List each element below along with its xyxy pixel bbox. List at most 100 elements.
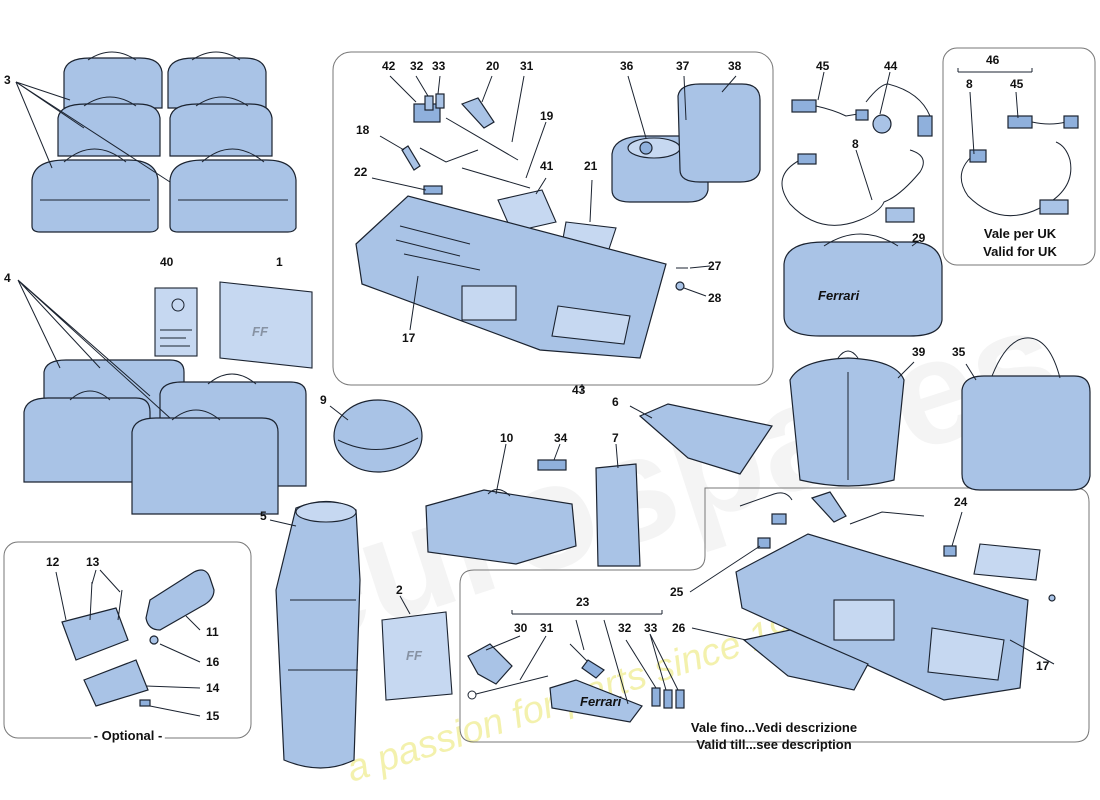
label-8b: 8 bbox=[966, 77, 973, 91]
control-box bbox=[1039, 199, 1069, 215]
leader-lines bbox=[15, 81, 171, 183]
uk-charger-set bbox=[957, 68, 1079, 217]
captions: - Optional - Vale per UK Valid for UK Va… bbox=[91, 226, 1058, 752]
valid-till-caption-it: Vale fino...Vedi descrizione bbox=[691, 720, 857, 735]
washer bbox=[1048, 594, 1056, 602]
charger-set bbox=[781, 83, 933, 226]
plug bbox=[797, 153, 817, 165]
label-14: 14 bbox=[206, 681, 220, 695]
label-32b: 32 bbox=[618, 621, 632, 635]
bag bbox=[167, 51, 267, 109]
connector-45 bbox=[791, 99, 817, 113]
plug bbox=[917, 115, 933, 137]
bag-set-3 bbox=[15, 51, 297, 233]
rod-31 bbox=[475, 675, 549, 695]
fuse bbox=[771, 513, 787, 525]
valid-till-caption-en: Valid till...see description bbox=[696, 737, 851, 752]
tray-compartment bbox=[927, 627, 1005, 681]
label-32: 32 bbox=[410, 59, 424, 73]
label-4: 4 bbox=[4, 271, 11, 285]
label-10: 10 bbox=[500, 431, 514, 445]
manual-pouch-40 bbox=[154, 287, 198, 357]
label-5: 5 bbox=[260, 509, 267, 523]
screw-16 bbox=[149, 635, 159, 645]
plug-25 bbox=[757, 537, 771, 549]
gloves-30 bbox=[467, 643, 513, 685]
bag-set-4 bbox=[17, 279, 307, 515]
toolkit-contents bbox=[355, 75, 761, 392]
label-31: 31 bbox=[520, 59, 534, 73]
connector-45 bbox=[1007, 115, 1033, 129]
fuse-33b bbox=[663, 689, 673, 709]
leader-lines bbox=[817, 71, 891, 201]
label-43: 43 bbox=[572, 383, 586, 397]
label-9: 9 bbox=[320, 393, 327, 407]
label-41: 41 bbox=[540, 159, 554, 173]
leader-lines bbox=[969, 91, 1019, 155]
leader-lines bbox=[485, 619, 679, 705]
tray-compartment bbox=[833, 599, 895, 641]
card-41 bbox=[497, 189, 557, 233]
label-17a: 17 bbox=[402, 331, 416, 345]
alt-toolkit-frame bbox=[459, 487, 1090, 743]
rod-eye bbox=[467, 690, 477, 700]
label-21: 21 bbox=[584, 159, 598, 173]
booklet bbox=[973, 543, 1041, 581]
label-1: 1 bbox=[276, 255, 283, 269]
label-24: 24 bbox=[954, 495, 968, 509]
extinguisher-set bbox=[55, 569, 215, 717]
label-45b: 45 bbox=[1010, 77, 1024, 91]
group-23-bracket bbox=[511, 610, 663, 615]
bag bbox=[57, 96, 161, 157]
booklet-2: FF bbox=[381, 595, 453, 701]
plug bbox=[1063, 115, 1079, 129]
label-3: 3 bbox=[4, 73, 11, 87]
label-33b: 33 bbox=[644, 621, 658, 635]
bag bbox=[131, 417, 279, 515]
tray-compartment bbox=[461, 285, 517, 321]
label-28: 28 bbox=[708, 291, 722, 305]
label-45a: 45 bbox=[816, 59, 830, 73]
label-2: 2 bbox=[396, 583, 403, 597]
washer-28 bbox=[675, 281, 685, 291]
booklet-model-logo: FF bbox=[406, 648, 423, 663]
tool-bag-10 bbox=[425, 443, 577, 565]
cable bbox=[1031, 121, 1067, 125]
golf-bag-5 bbox=[269, 500, 361, 769]
alt-toolkit-contents: Ferrari bbox=[467, 491, 1056, 723]
fuse-32 bbox=[424, 95, 434, 111]
label-26: 26 bbox=[672, 621, 686, 635]
fuse-33 bbox=[435, 93, 445, 109]
bag bbox=[63, 51, 163, 109]
bag bbox=[23, 397, 151, 483]
screwdriver-handle bbox=[581, 659, 605, 679]
label-22: 22 bbox=[354, 165, 368, 179]
uk-caption-en: Valid for UK bbox=[983, 244, 1057, 259]
bag-handle bbox=[207, 373, 257, 385]
compressor-bag-38 bbox=[677, 83, 761, 183]
tool-rod bbox=[419, 147, 479, 163]
rod-19 bbox=[461, 167, 531, 189]
screws-13 bbox=[89, 581, 123, 621]
cable bbox=[815, 105, 859, 117]
fuse-32b bbox=[651, 687, 661, 707]
label-39: 39 bbox=[912, 345, 926, 359]
plug-34 bbox=[537, 443, 567, 471]
label-17b: 17 bbox=[1036, 659, 1050, 673]
bag bbox=[31, 148, 159, 233]
label-25: 25 bbox=[670, 585, 684, 599]
label-7: 7 bbox=[612, 431, 619, 445]
label-18: 18 bbox=[356, 123, 370, 137]
label-38: 38 bbox=[728, 59, 742, 73]
socket-20 bbox=[460, 97, 495, 129]
label-19: 19 bbox=[540, 109, 554, 123]
plug bbox=[855, 109, 869, 121]
tow-hook bbox=[849, 511, 925, 525]
charger-44 bbox=[872, 114, 892, 134]
screwdriver bbox=[569, 643, 591, 665]
part-labels: 3 4 40 1 42 32 33 20 31 19 18 22 41 21 3… bbox=[4, 53, 1050, 723]
label-13: 13 bbox=[86, 555, 100, 569]
tool-roll bbox=[549, 679, 643, 723]
cable bbox=[865, 83, 931, 117]
